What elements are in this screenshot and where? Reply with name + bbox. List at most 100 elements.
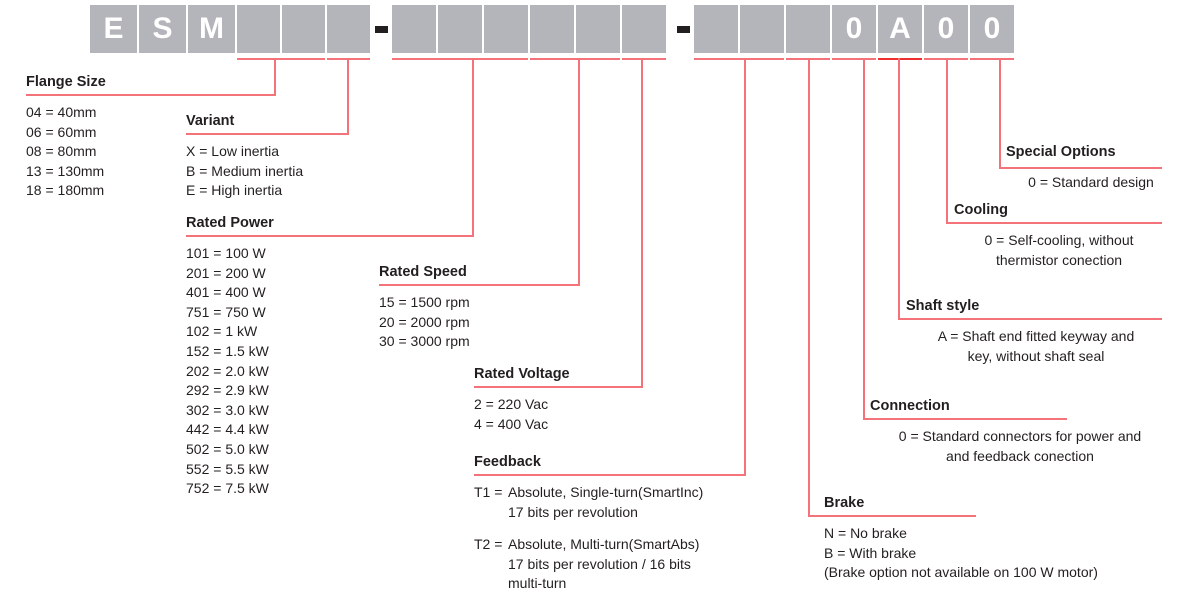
special-options-body: 0 = Standard design [1006, 173, 1176, 193]
pn-char-7 [392, 5, 436, 53]
list-item: 751 = 750 W [186, 303, 266, 320]
brake-list: N = No brake B = With brake (Brake optio… [824, 524, 1184, 583]
pn-char-12 [622, 5, 666, 53]
list-item: X = Low inertia [186, 143, 279, 159]
pn-char-6 [327, 5, 370, 53]
leader-brake-underline [808, 515, 976, 517]
leader-flange-size-vertical [274, 58, 276, 94]
feedback-line: multi-turn [508, 575, 567, 592]
list-item: 06 = 60mm [26, 123, 97, 140]
pn-separator-dash-1 [375, 26, 388, 33]
list-item: 2 = 220 Vac [474, 396, 549, 412]
pn-char-11 [576, 5, 620, 53]
list-item: 552 = 5.5 kW [186, 460, 269, 477]
section-special-options: Special Options 0 = Standard design [1006, 144, 1176, 193]
spacer [474, 522, 804, 535]
list-item: B = With brake [824, 544, 917, 561]
list-item: T1 = Absolute, Single-turn(SmartInc) 17 … [474, 483, 804, 522]
pn-char-19: 0 [970, 5, 1014, 53]
pn-char-16: 0 [832, 5, 876, 53]
list-item: 15 = 1500 rpm [379, 294, 470, 310]
list-item: B = Medium inertia [186, 162, 304, 179]
leader-connection-vertical [863, 58, 865, 419]
rated-power-list: 101 = 100 W 201 = 200 W 401 = 400 W 751 … [186, 244, 406, 499]
leader-variant-underline [186, 133, 349, 135]
leader-brake-vertical [808, 58, 810, 517]
list-item: E = High inertia [186, 182, 283, 199]
rated-speed-list: 15 = 1500 rpm 20 = 2000 rpm 30 = 3000 rp… [379, 293, 599, 352]
pn-separator-dash-2 [677, 26, 690, 33]
leader-feedback-top [694, 58, 784, 60]
leader-shaft-style-vertical [898, 58, 900, 319]
list-item: 202 = 2.0 kW [186, 362, 269, 379]
leader-feedback-underline [474, 474, 746, 476]
leader-feedback-vertical [744, 58, 746, 474]
shaft-style-line: key, without shaft seal [967, 347, 1105, 364]
leader-rated-speed-top [530, 58, 620, 60]
brake-title: Brake [824, 495, 865, 511]
leader-rated-speed-underline [379, 284, 580, 286]
connection-line: 0 = Standard connectors for power and [898, 428, 1142, 444]
rated-power-title: Rated Power [186, 215, 274, 231]
section-cooling: Cooling 0 = Self-cooling, without thermi… [954, 202, 1164, 270]
list-item: 08 = 80mm [26, 143, 97, 160]
section-flange-size: Flange Size 04 = 40mm 06 = 60mm 08 = 80m… [26, 74, 246, 201]
leader-flange-size-underline [26, 94, 276, 96]
cooling-body: 0 = Self-cooling, without thermistor con… [954, 231, 1164, 270]
pn-char-9 [484, 5, 528, 53]
list-item: N = No brake [824, 525, 907, 541]
feedback-line: 17 bits per revolution / 16 bits [508, 555, 691, 572]
feedback-line: Absolute, Multi-turn(SmartAbs) [508, 536, 700, 553]
leader-rated-power-vertical [472, 58, 474, 235]
feedback-key: T1 = [474, 484, 503, 500]
list-item: 102 = 1 kW [186, 323, 258, 340]
list-item: 04 = 40mm [26, 104, 97, 120]
pn-char-1: E [90, 5, 137, 53]
section-brake: Brake N = No brake B = With brake (Brake… [824, 495, 1184, 583]
list-item: 201 = 200 W [186, 264, 266, 281]
leader-shaft-style-top [878, 58, 922, 60]
pn-char-8 [438, 5, 482, 53]
list-item: 4 = 400 Vac [474, 415, 549, 432]
section-rated-power: Rated Power 101 = 100 W 201 = 200 W 401 … [186, 215, 406, 499]
section-variant: Variant X = Low inertia B = Medium inert… [186, 113, 406, 201]
section-shaft-style: Shaft style A = Shaft end fitted keyway … [906, 298, 1166, 366]
leader-rated-voltage-underline [474, 386, 643, 388]
list-item: 442 = 4.4 kW [186, 421, 269, 438]
leader-flange-size-top [237, 58, 325, 60]
shaft-style-line: A = Shaft end fitted keyway and [937, 328, 1135, 344]
list-item: 292 = 2.9 kW [186, 382, 269, 399]
cooling-line: thermistor conection [995, 251, 1123, 268]
leader-rated-power-top [392, 58, 528, 60]
list-item: 101 = 100 W [186, 245, 266, 261]
pn-char-18: 0 [924, 5, 968, 53]
feedback-line: Absolute, Single-turn(SmartInc) [508, 484, 704, 500]
feedback-title: Feedback [474, 454, 541, 470]
feedback-line: 17 bits per revolution [508, 503, 638, 520]
list-item: 18 = 180mm [26, 182, 105, 199]
leader-special-options-underline [999, 167, 1162, 169]
rated-voltage-title: Rated Voltage [474, 366, 570, 382]
leader-connection-underline [863, 418, 1067, 420]
flange-size-list: 04 = 40mm 06 = 60mm 08 = 80mm 13 = 130mm… [26, 103, 246, 201]
special-options-title: Special Options [1006, 144, 1116, 160]
list-item: T2 = Absolute, Multi-turn(SmartAbs) 17 b… [474, 535, 804, 594]
connection-line: and feedback conection [946, 447, 1094, 464]
leader-rated-power-underline [186, 235, 474, 237]
leader-variant-vertical [347, 58, 349, 133]
pn-char-10 [530, 5, 574, 53]
leader-rated-voltage-top [622, 58, 666, 60]
variant-list: X = Low inertia B = Medium inertia E = H… [186, 142, 406, 201]
list-item: 30 = 3000 rpm [379, 333, 470, 350]
connection-body: 0 = Standard connectors for power and an… [870, 427, 1170, 466]
special-options-line: 0 = Standard design [1028, 174, 1154, 190]
rated-speed-title: Rated Speed [379, 264, 467, 280]
cooling-title: Cooling [954, 202, 1008, 218]
feedback-list: T1 = Absolute, Single-turn(SmartInc) 17 … [474, 483, 804, 594]
section-feedback: Feedback T1 = Absolute, Single-turn(Smar… [474, 454, 804, 594]
flange-size-title: Flange Size [26, 74, 106, 90]
pn-char-13 [694, 5, 738, 53]
variant-title: Variant [186, 113, 235, 129]
section-rated-speed: Rated Speed 15 = 1500 rpm 20 = 2000 rpm … [379, 264, 599, 352]
